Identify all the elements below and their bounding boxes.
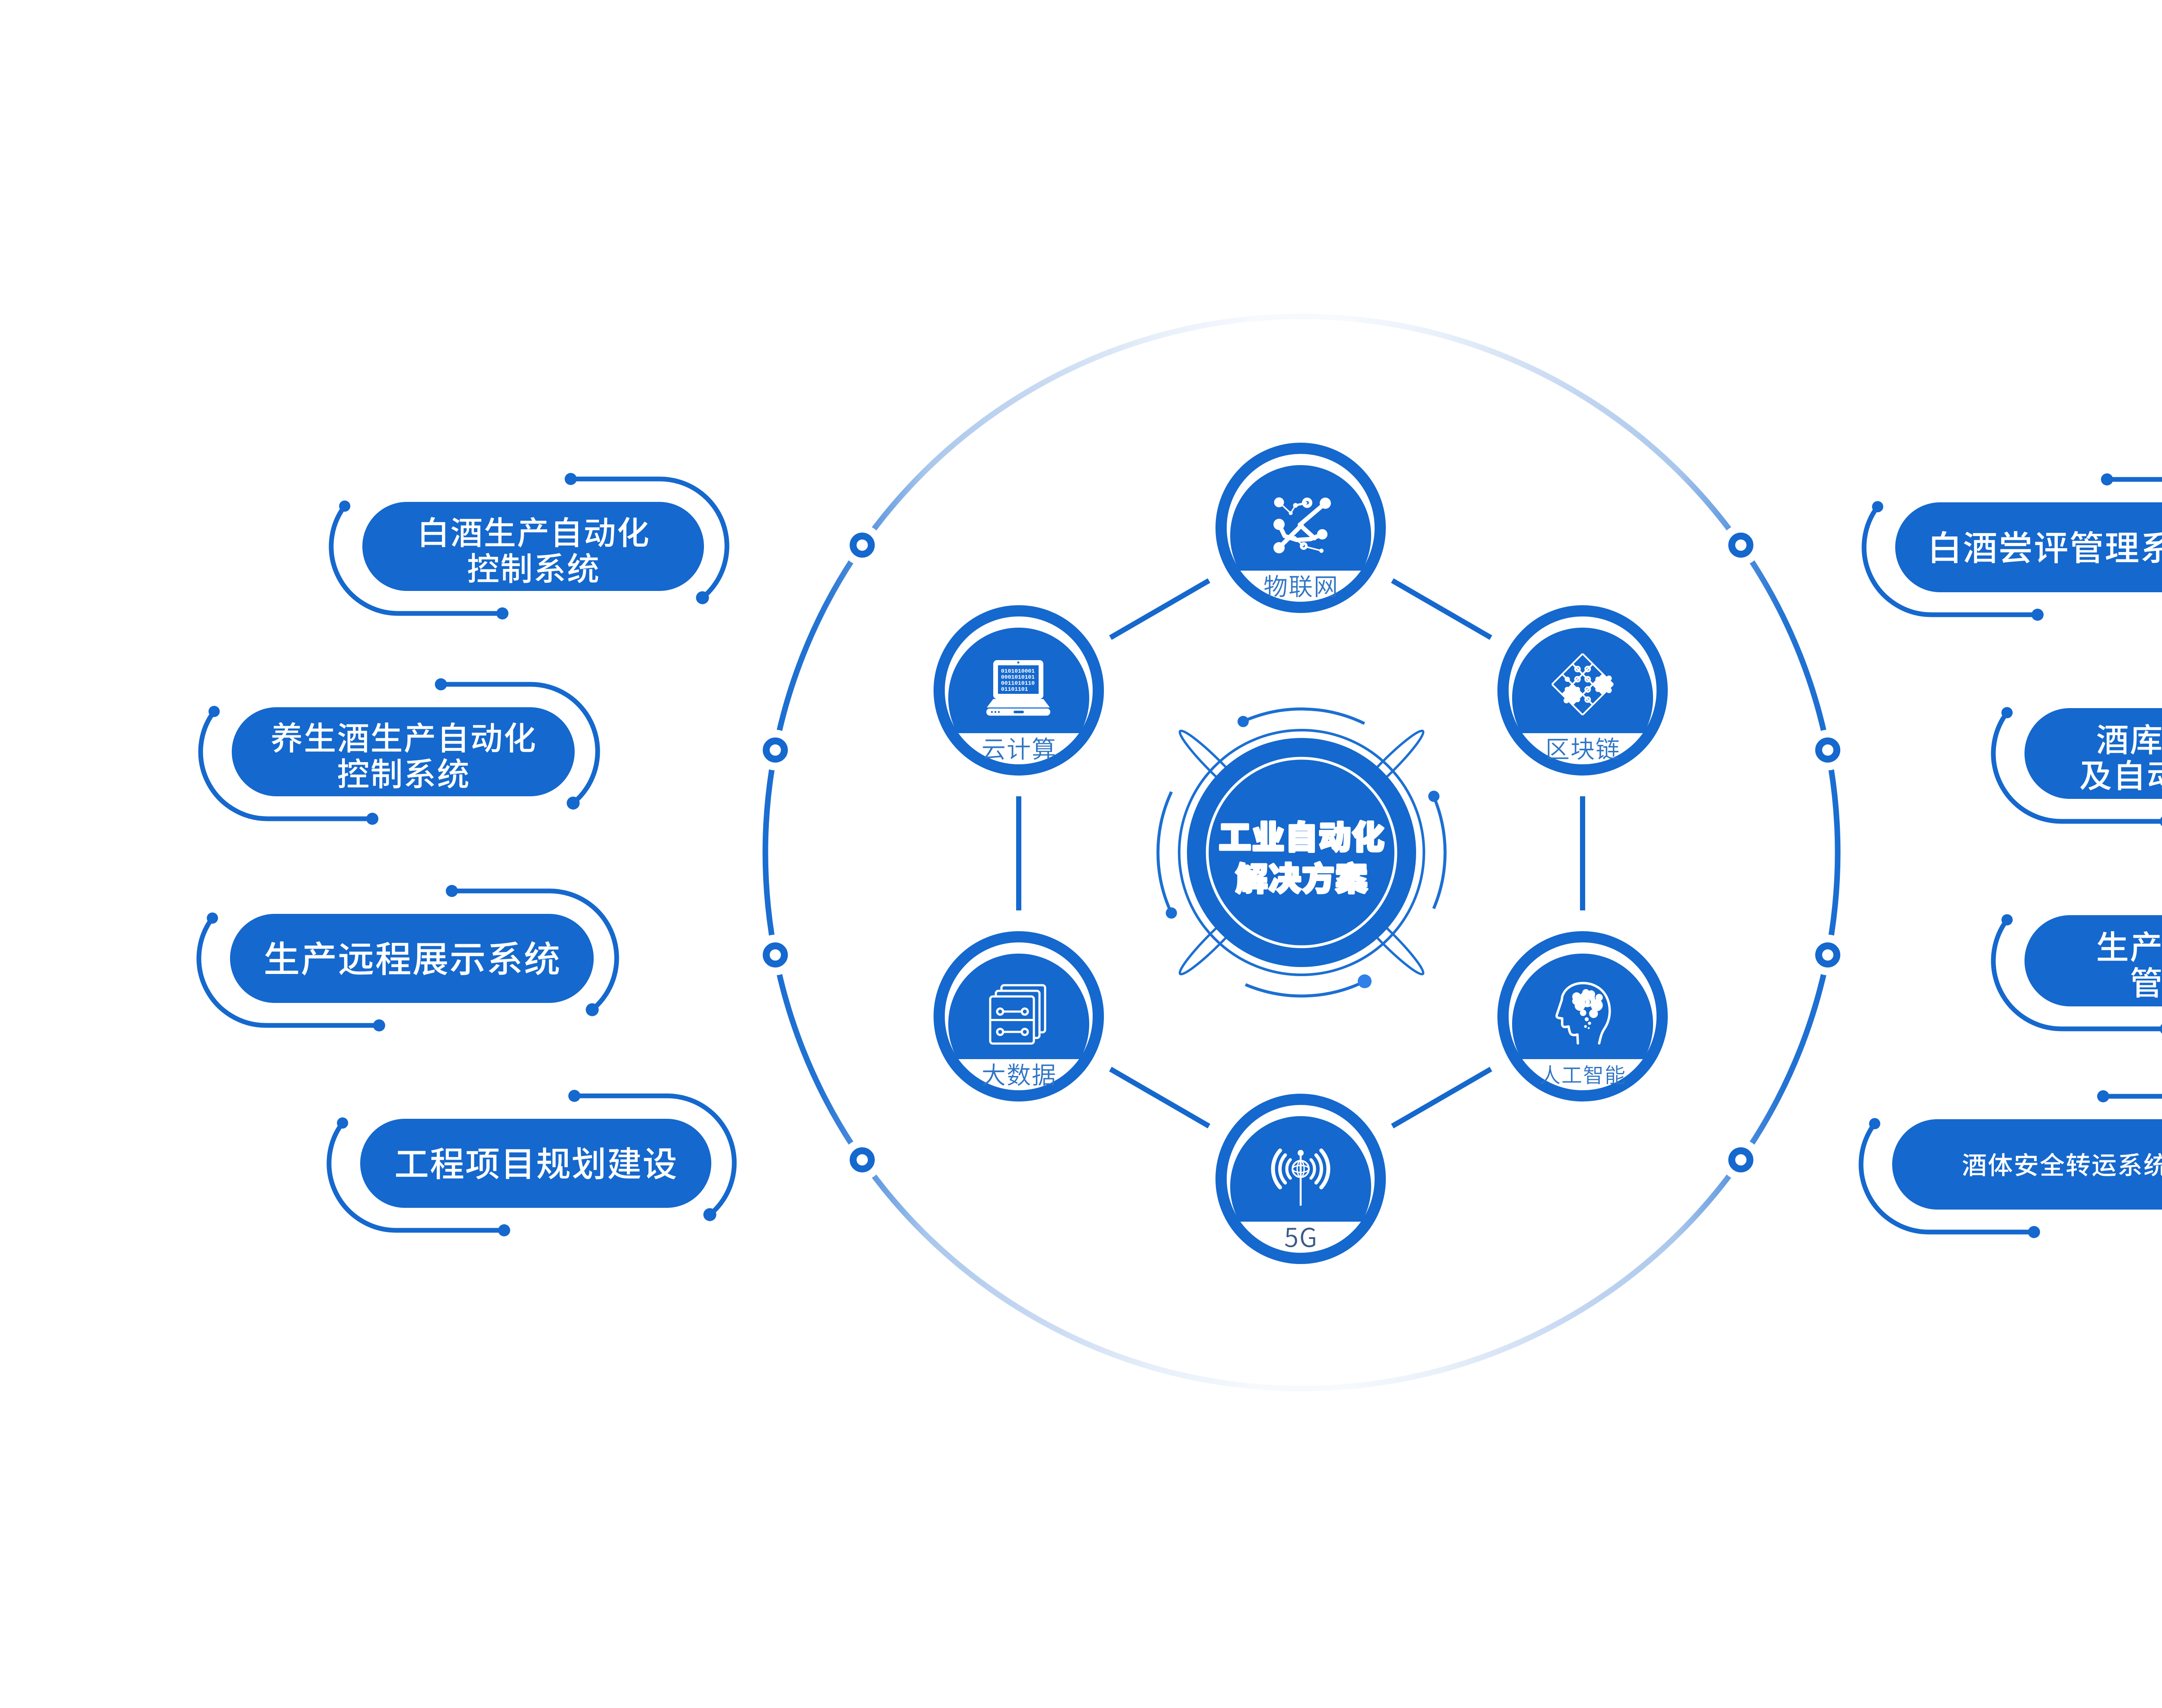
svg-text:0001010101: 0001010101 bbox=[1001, 674, 1035, 680]
svg-text:0101010001: 0101010001 bbox=[1001, 668, 1035, 674]
svg-text:01101101: 01101101 bbox=[1001, 686, 1028, 693]
svg-text:0011010110: 0011010110 bbox=[1001, 680, 1035, 686]
